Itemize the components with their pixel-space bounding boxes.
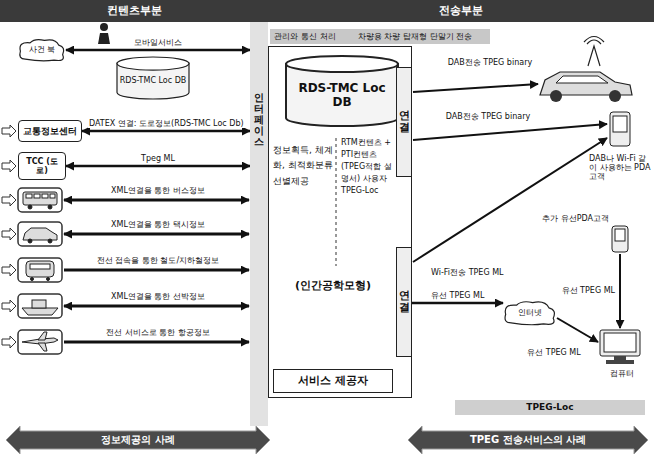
edge-label: 유선 TPEG ML [430,291,485,300]
edge-label: 모바일서비스 [133,38,183,47]
node-text: 차량용 차량 탑재형 단말기 전송 [358,32,472,41]
frame-text: 정보획득, 체계화, 최적화분류 선별제공 [273,143,335,189]
section-header: 컨텐츠부분 [0,0,268,22]
connector [66,49,250,52]
flow-label: DAB전송 TPEG binary [428,112,548,121]
flow-label: 유선 TPEG ML [556,286,616,295]
edge-label: Tpeg ML [140,154,176,163]
node-text: 서비스 제공자 [298,375,368,388]
person-icon [98,23,110,44]
panel-header: 관리와 통신 처리 [270,29,340,44]
node-text: 인터페이스 [254,92,264,147]
internet-cloud: 인터넷 [503,300,557,326]
node-text: 사건 북 [29,45,56,54]
frame-text: RTM컨텐츠 + PTI컨텐츠 (TPEG적합 설명서) 사용자 TPEG-Lo… [341,137,395,197]
node-text: TPEG-Loc [526,402,573,412]
info-arrows [64,200,249,342]
transmit-arrows [413,84,620,342]
flow-label: XML연결을 통한 선박정보 [70,292,246,301]
antenna-icon [584,37,604,67]
flow-label: 전선 접속을 통한 철도/지하철정보 [70,256,246,265]
node-text: TCC (도로) [21,157,63,175]
flow-label: 유선 TPEG ML [516,348,592,357]
source-box: 교통정보센터 [18,120,82,142]
database-cylinder: RDS-TMC Loc DB [116,56,190,100]
service-frame: 정보획득, 체계화, 최적화분류 선별제공RTM컨텐츠 + PTI컨텐츠 (TP… [268,46,412,398]
flow-label: DAB전송 TPEG binary [440,58,540,67]
interface-band: 인터페이스 [250,22,268,426]
flow-label: Wi-Fi전송 TPEG ML [430,268,520,277]
node-text: 인터넷 [518,308,542,317]
link-band: 연결 [396,247,412,357]
connector [412,302,503,305]
node-text: RDS-TMC Loc DB [120,76,187,85]
database-cylinder: RDS-TMC Loc DB [285,55,399,127]
link-band: 연결 [396,67,412,177]
flow-label: 컴퓨터 [600,369,644,378]
device-icons [600,112,640,364]
divider-line [336,138,337,266]
provider-box: 서비스 제공자 [273,369,393,393]
section-arrow: 정보제공의 사례 [6,426,270,454]
edge-label: DATEX 연결: 도로정보(RDS-TMC Loc Db) [88,119,245,128]
flow-label: 전선 서비스로 통한 항공정보 [70,328,246,337]
section-header: 전송부분 [268,0,654,22]
protocol-bar: TPEG-Loc [455,400,645,415]
node-text: TPEG 전송서비스의 사례 [470,434,586,446]
event-cloud: 사건 북 [18,38,66,62]
node-text: RDS-TMC Loc DB [287,82,397,110]
connector [66,165,250,168]
frame-text: (인간공학모형) [273,279,393,292]
car-icon [540,72,632,102]
connector [82,130,250,133]
panel-header: 차량용 차량 탑재형 단말기 전송 [340,29,490,44]
section-arrow: TPEG 전송서비스의 사례 [408,426,648,454]
flow-label: XML연결을 통한 버스정보 [70,186,246,195]
flow-label: 추가 유선PDA고객 [540,214,610,223]
node-text: 교통정보센터 [23,126,77,136]
source-icons [18,188,62,354]
node-text: 컨텐츠부분 [107,5,162,18]
node-text: 전송부분 [439,5,483,18]
node-text: 연결 [399,290,409,314]
flow-label: DAB나 Wi-Fi 같이 사용하는 PDA고객 [588,154,652,182]
input-arrows [2,125,16,348]
node-text: 연결 [399,110,409,134]
node-text: 정보제공의 사례 [101,434,174,446]
node-text: 관리와 통신 처리 [274,32,335,41]
flow-label: XML연결을 통한 택시정보 [70,220,246,229]
vehicle-icons [22,192,58,351]
source-box: TCC (도로) [18,152,66,180]
